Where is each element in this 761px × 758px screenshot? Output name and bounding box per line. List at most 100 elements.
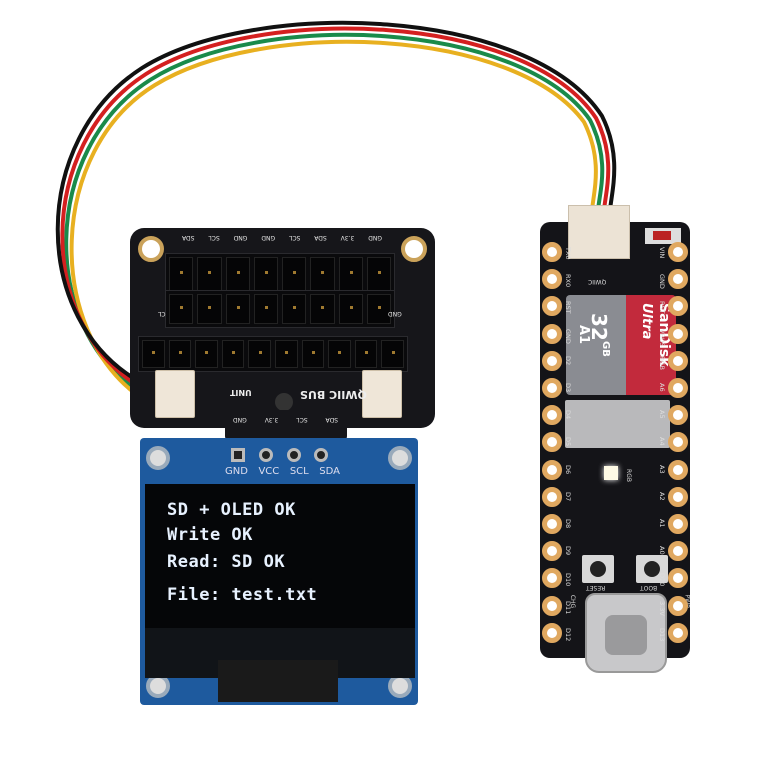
pin-pad bbox=[542, 622, 562, 643]
pin-label: D8 bbox=[564, 519, 572, 529]
pin-label: A2 bbox=[658, 491, 666, 501]
sd-line: Ultra bbox=[639, 303, 654, 340]
pin-pad bbox=[542, 350, 562, 371]
mounting-hole bbox=[138, 236, 164, 262]
pin-pad bbox=[542, 242, 562, 262]
header-row-3 bbox=[138, 336, 408, 372]
pin-label: VIN bbox=[658, 247, 666, 259]
pin-label: D5 bbox=[564, 437, 572, 447]
pin-pad bbox=[668, 622, 688, 643]
pin-label: SDA bbox=[319, 466, 340, 477]
silk-label: SDA bbox=[314, 234, 327, 241]
pin-label: D3 bbox=[564, 383, 572, 393]
silk-label: SCL bbox=[289, 234, 301, 241]
reset-button[interactable] bbox=[582, 555, 614, 583]
pin-pad bbox=[668, 432, 688, 453]
pin-label: A4 bbox=[658, 437, 666, 446]
mounting-hole bbox=[401, 236, 427, 262]
pin-pad bbox=[542, 459, 562, 480]
pin-label: D6 bbox=[564, 464, 572, 474]
silk-label: GND bbox=[388, 310, 402, 317]
sd-card-slot bbox=[565, 400, 670, 448]
pin-label: GND bbox=[658, 274, 666, 290]
pin-pad bbox=[259, 448, 273, 462]
pin-pad bbox=[668, 242, 688, 262]
board-title: QWIIC BUS bbox=[300, 388, 367, 401]
pin-label: D7 bbox=[564, 491, 572, 501]
bottom-silk-labels: SDA SCL 3.3V GND bbox=[233, 416, 338, 423]
pin-label: D2 bbox=[564, 355, 572, 365]
pin-label: A6 bbox=[658, 383, 666, 392]
pin-pad bbox=[542, 541, 562, 562]
header-row-1 bbox=[165, 253, 395, 295]
pin-pad bbox=[668, 378, 688, 398]
oled-pin-labels: GND VCC SCL SDA bbox=[225, 466, 340, 477]
sd-class: A1 bbox=[576, 325, 591, 345]
pin-pad bbox=[668, 595, 688, 616]
pin-pad bbox=[542, 432, 562, 453]
pin-label: D10 bbox=[564, 573, 572, 587]
pin-pad bbox=[668, 568, 688, 589]
silk-label: GND bbox=[368, 234, 382, 241]
usb-c-port[interactable] bbox=[585, 593, 667, 673]
qwiic-bus-tab: SDA SCL 3.3V GND bbox=[225, 410, 347, 442]
pin-label: A1 bbox=[658, 519, 666, 528]
silk-label: GND bbox=[233, 234, 248, 241]
pin-label: RST bbox=[564, 301, 572, 315]
screen-line: SD + OLED OK bbox=[167, 500, 296, 520]
pin-label: RX0 bbox=[564, 274, 572, 288]
boot-button[interactable] bbox=[636, 555, 668, 583]
pin-label: VCC bbox=[258, 466, 280, 477]
screen-line: File: test.txt bbox=[167, 585, 318, 605]
pin-pad bbox=[668, 296, 688, 317]
pin-label: D9 bbox=[564, 546, 572, 556]
pin-pad bbox=[668, 350, 688, 371]
mounting-hole bbox=[146, 446, 170, 470]
pin-label: D12 bbox=[564, 627, 572, 642]
screen-line: Write OK bbox=[167, 525, 253, 545]
silk-label: SDA bbox=[182, 234, 195, 241]
brand-logo: UNIT bbox=[230, 388, 252, 397]
silk-label: SCL bbox=[296, 416, 308, 423]
connector-label: QWIIC bbox=[588, 278, 607, 285]
pin-pad bbox=[668, 541, 688, 562]
qwiic-connector[interactable] bbox=[568, 205, 630, 259]
pin-pad bbox=[231, 448, 245, 462]
qwiic-connector-right[interactable] bbox=[362, 370, 402, 418]
pin-label: GND bbox=[564, 328, 572, 344]
silk-label: SCL bbox=[208, 234, 220, 241]
pin-label: D4 bbox=[564, 410, 572, 420]
qwiic-connector-left[interactable] bbox=[155, 370, 195, 418]
pin-label: A0 bbox=[658, 546, 666, 555]
pin-pad bbox=[287, 448, 301, 462]
pin-label: A5 bbox=[658, 410, 666, 419]
pin-pad bbox=[542, 514, 562, 534]
pin-label: D11 bbox=[564, 600, 572, 614]
top-silk-labels: GND 3.3V SDA SCL GND GND SCL SDA bbox=[182, 234, 382, 241]
pin-pad bbox=[668, 486, 688, 507]
pin-label: D13 bbox=[658, 627, 666, 642]
pin-pad bbox=[542, 486, 562, 507]
silk-label: CL bbox=[158, 310, 166, 317]
silk-label: SDA bbox=[325, 416, 338, 423]
sd-unit: GB bbox=[600, 341, 611, 357]
pin-pad bbox=[542, 323, 562, 344]
pin-label: RST bbox=[658, 301, 666, 315]
button-label: BOOT bbox=[640, 584, 658, 591]
pin-pad bbox=[542, 405, 562, 426]
qwiic-bus-board: GND 3.3V SDA SCL GND GND SCL SDA CL GND … bbox=[130, 228, 435, 428]
pin-pad bbox=[668, 323, 688, 344]
pin-pad bbox=[542, 269, 562, 290]
led-label: RGB bbox=[624, 469, 632, 482]
rgb-led bbox=[604, 466, 618, 480]
pin-pad bbox=[668, 405, 688, 426]
power-switch[interactable] bbox=[645, 228, 681, 244]
pin-pad bbox=[668, 514, 688, 534]
silk-label: GND bbox=[261, 234, 276, 241]
silk-label: GND bbox=[233, 416, 247, 423]
sd-card: 32 GB A1 SanDisk Ultra bbox=[566, 295, 676, 395]
pin-pad bbox=[314, 448, 328, 462]
pin-pad bbox=[542, 296, 562, 317]
